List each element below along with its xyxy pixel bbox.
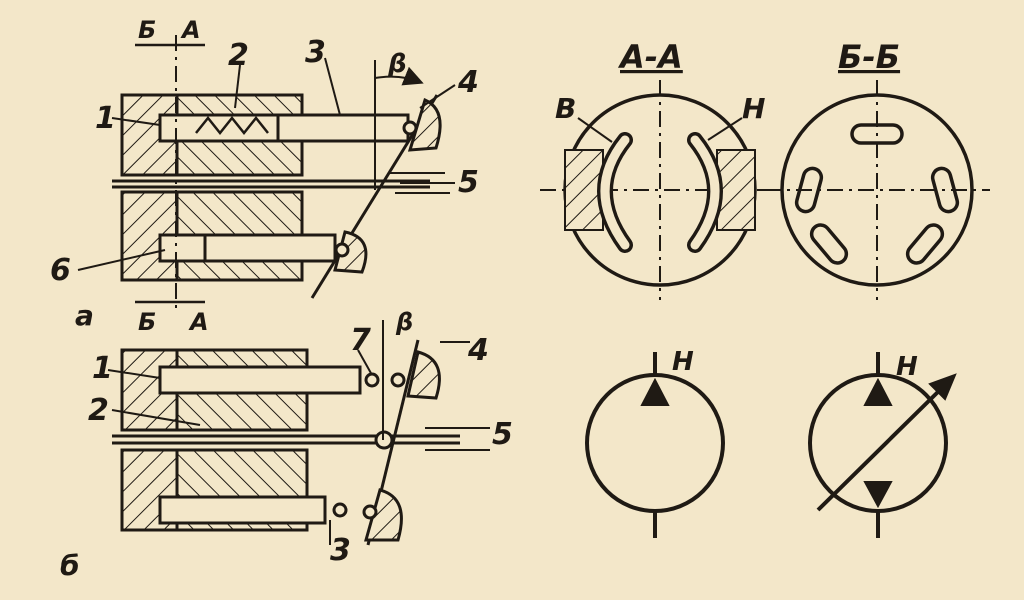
label-port-n: Н [742,92,765,125]
label-symbol-n-1: Н [672,347,694,377]
label-part-4-a: 4 [457,65,479,100]
piston-3-b-bottom [158,495,327,525]
label-angle-b: β [395,308,413,336]
label-part-2-a: 2 [228,38,249,73]
label-section-aa: А-А [617,38,683,76]
label-part-3-b: 3 [330,533,351,568]
label-part-5-b: 5 [492,417,513,452]
spring [195,115,269,136]
piston-3-top [276,113,410,143]
label-part-2-b: 2 [88,393,109,428]
label-section-B-top: Б [138,16,156,44]
figure-a [77,35,456,310]
label-part-6: 6 [50,253,71,288]
label-port-v: В [555,92,576,125]
symbol-variable-pump [808,352,957,538]
label-angle-a: β [387,49,407,79]
label-part-5-a: 5 [458,165,479,200]
label-fig-b: б [60,549,80,582]
label-part-1-b: 1 [92,351,113,386]
symbol-fixed-pump [585,352,725,538]
label-fig-a: а [75,299,94,332]
section-bb [765,80,990,300]
label-part-1-a: 1 [95,101,116,136]
piston-b-top [158,365,362,395]
label-part-4-b: 4 [467,333,489,368]
piston-bottom [203,233,337,263]
section-aa [540,80,780,300]
label-symbol-n-2: Н [896,352,918,382]
label-section-A-top: А [180,16,201,44]
label-section-bb: Б-Б [838,38,900,76]
label-section-A-bottom: А [188,308,209,336]
label-part-7: 7 [350,323,371,358]
label-part-3-a: 3 [305,35,326,70]
label-section-B-bottom: Б [138,308,156,336]
swash-block-bottom [333,230,368,274]
figure-b [107,320,490,546]
swash-block-top [407,97,442,152]
